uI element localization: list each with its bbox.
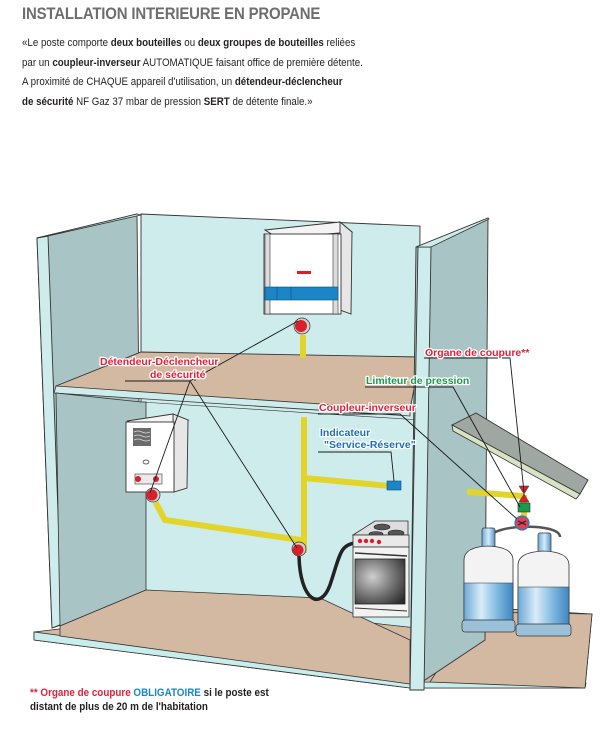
boiler-safety-regulator (295, 320, 307, 332)
label-coupleur-inverseur: Coupleur-inverseur (319, 402, 416, 414)
intro-text-segment: AUTOMATIQUE faisant office de première d… (140, 56, 363, 69)
gas-cooker (351, 520, 410, 618)
diagram-labels: Détendeur-Déclencheur de sécurité Organe… (99, 346, 532, 453)
footnote-line-2: distant de plus de 20 m de l'habitation (30, 701, 208, 713)
wall-boiler (263, 221, 354, 335)
intro-bold-segment: deux bouteilles (110, 37, 182, 49)
footnote-rest: si le poste est (200, 687, 269, 699)
boiler-indicator-light (297, 271, 311, 274)
heater-vent-grille (133, 428, 151, 446)
label-detendeur-line2: de sécurité (150, 369, 206, 381)
intro-line-1: «Le poste comporte deux bouteilles ou de… (22, 34, 363, 54)
boiler-control-panel (264, 286, 339, 301)
intro-bold-segment: SERT (203, 95, 230, 108)
footnote-obligatoire: OBLIGATOIRE (133, 687, 201, 699)
label-organe-coupure: Organe de coupure** (425, 347, 530, 359)
footnote: ** Organe de coupure OBLIGATOIRE si le p… (30, 686, 269, 714)
label-detendeur-line1: Détendeur-Déclencheur (100, 356, 218, 368)
heater-safety-regulator (146, 489, 158, 501)
label-limiteur-pression: Limiteur de pression (366, 375, 469, 387)
propane-bottle-2 (515, 532, 572, 637)
intro-text-segment: ou (181, 37, 198, 49)
bottle-connection (487, 485, 562, 540)
intro-text-segment: reliées (323, 37, 356, 49)
water-heater (125, 413, 190, 503)
intro-text-segment: «Le poste comporte (22, 37, 111, 49)
intro-line-4: de sécurité NF Gaz 37 mbar de pression S… (22, 93, 363, 113)
intro-text-segment: NF Gaz 37 mbar de pression (73, 95, 204, 108)
footnote-line-1: ** Organe de coupure OBLIGATOIRE si le p… (30, 686, 269, 700)
label-indicateur-line2: "Service-Réserve" (324, 439, 416, 451)
intro-paragraph: «Le poste comporte deux bouteilles ou de… (22, 34, 363, 112)
leader-lines (125, 320, 525, 549)
gas-pipes (152, 335, 528, 553)
page-title: INSTALLATION INTERIEURE EN PROPANE (22, 4, 321, 23)
intro-text-segment: A proximité de CHAQUE appareil d'utilisa… (22, 76, 235, 88)
intro-bold-segment: coupleur-inverseur (52, 56, 141, 69)
footnote-organe: Organe de coupure (40, 687, 134, 699)
intro-bold-segment: deux groupes de bouteilles (197, 37, 324, 49)
pressure-limiter (517, 502, 531, 513)
intro-text-segment: de détente finale.» (229, 95, 313, 108)
intro-text-segment: par un (22, 56, 53, 69)
cooker-hose (297, 541, 356, 601)
footnote-stars: ** (30, 687, 41, 699)
service-reserve-indicator (386, 480, 402, 491)
intro-line-2: par un coupleur-inverseur AUTOMATIQUE fa… (22, 54, 363, 74)
label-indicateur-line1: Indicateur (320, 427, 370, 439)
propane-bottle-1 (461, 527, 516, 633)
intro-bold-segment: de sécurité (22, 95, 74, 108)
intro-line-3: A proximité de CHAQUE appareil d'utilisa… (22, 73, 363, 93)
intro-bold-segment: détendeur-déclencheur (234, 76, 343, 88)
lower-floor (59, 589, 411, 685)
